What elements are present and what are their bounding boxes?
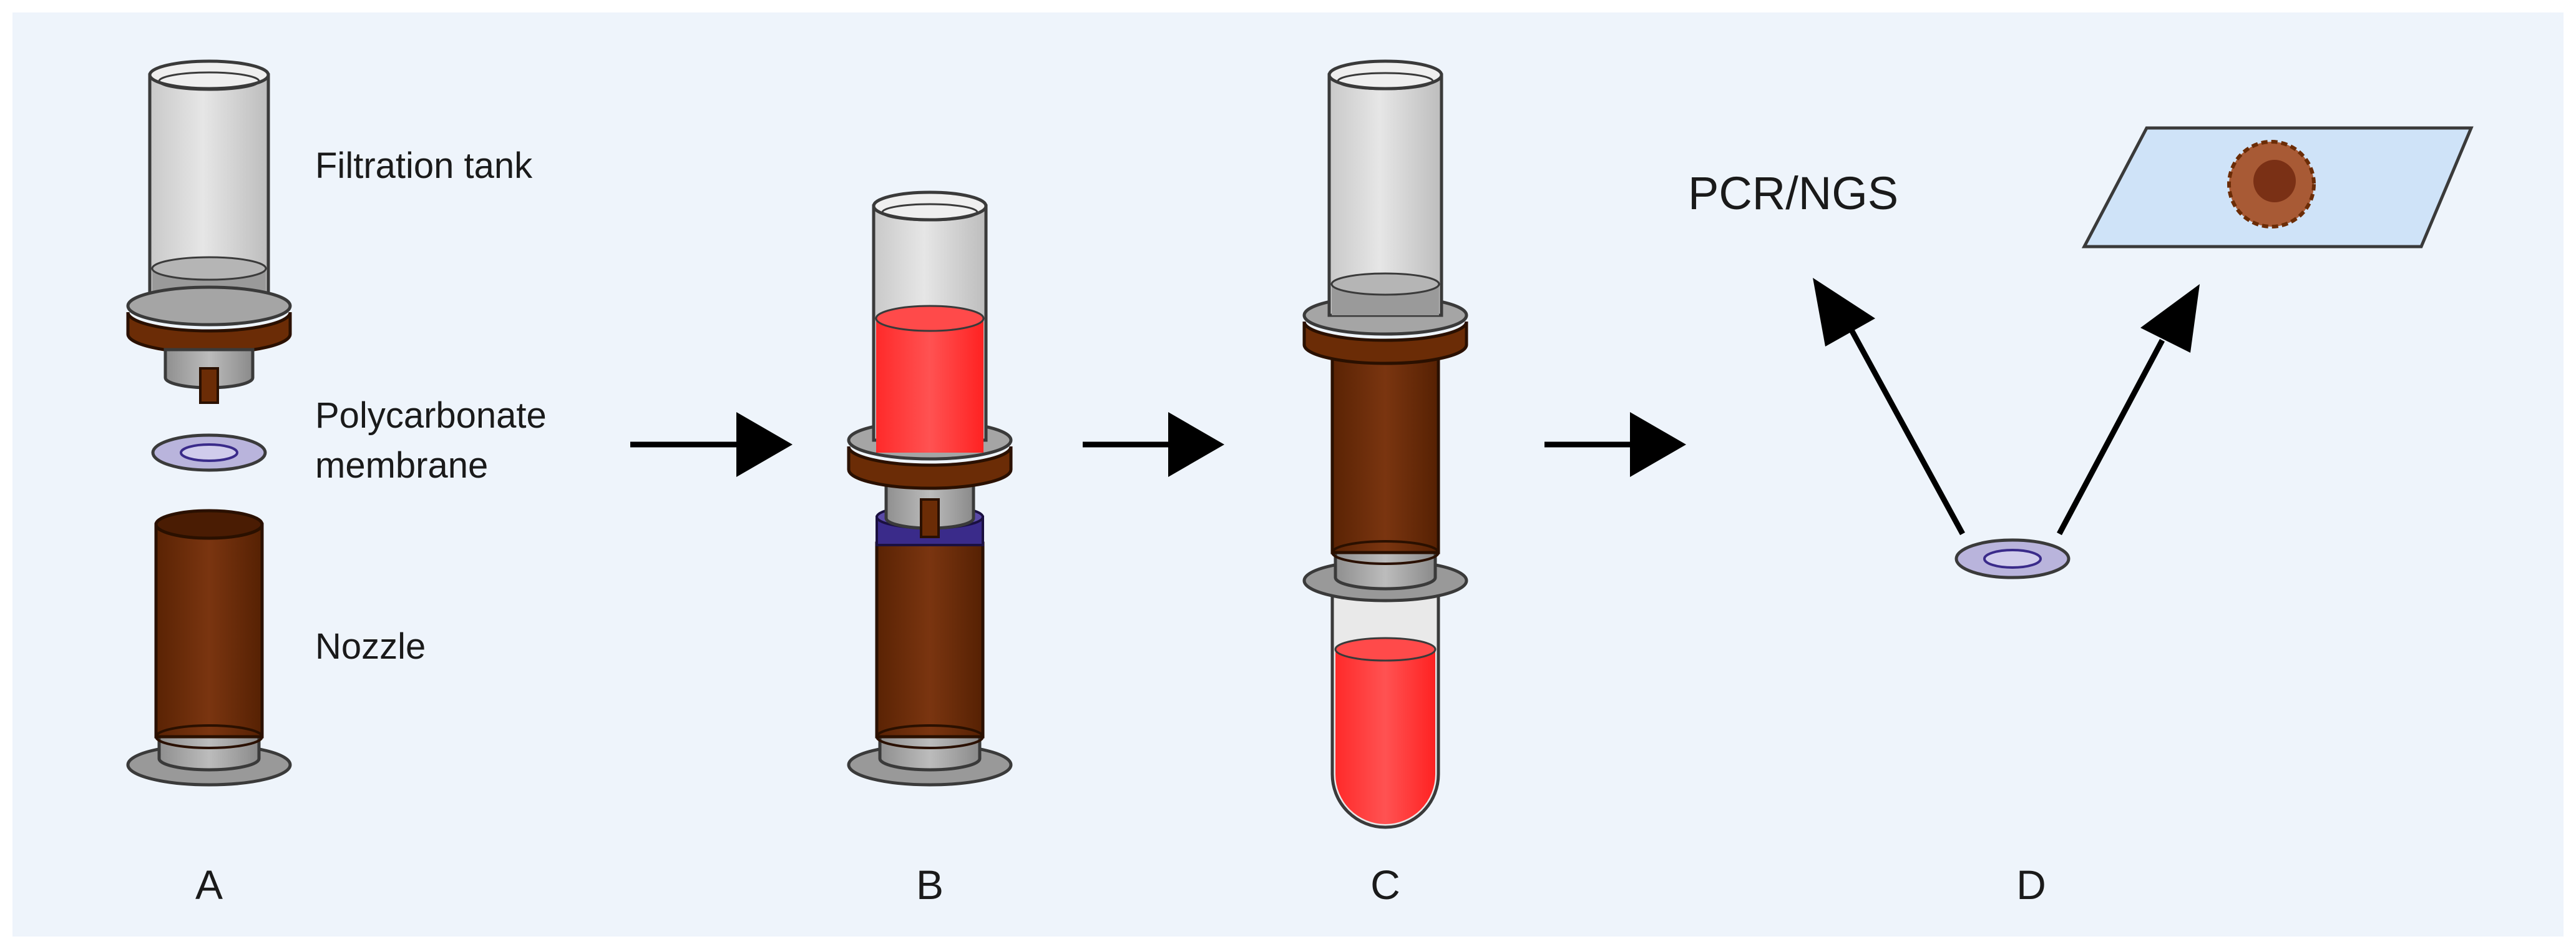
arrow-a-to-b [630,412,793,477]
panel-d: PCR/NGS D [1688,126,2474,908]
label-membrane-line1: Polycarbonate [315,395,547,436]
step-label-c: C [1370,862,1400,908]
label-pcr-ngs: PCR/NGS [1688,167,1898,219]
step-label-a: A [195,862,223,908]
step-label-b: B [916,862,944,908]
arrow-to-pcr-ngs [1813,278,1965,536]
label-membrane-line2: membrane [315,445,488,486]
panel-a: Filtration tank Polycarbonate membrane N… [126,59,547,908]
filtration-tank-illustration [126,59,292,404]
label-nozzle: Nozzle [315,626,426,667]
arrow-to-slide [2057,284,2200,536]
step-label-d: D [2016,862,2046,908]
arrow-c-to-d [1544,412,1686,477]
panel-b: B [847,190,1013,908]
arrow-b-to-c [1083,412,1224,477]
microscope-slide-icon [2081,126,2474,248]
panel-c: C [1302,59,1468,908]
nozzle-illustration [126,509,292,787]
label-filtration-tank: Filtration tank [315,145,533,186]
polycarbonate-membrane-illustration [151,433,267,472]
